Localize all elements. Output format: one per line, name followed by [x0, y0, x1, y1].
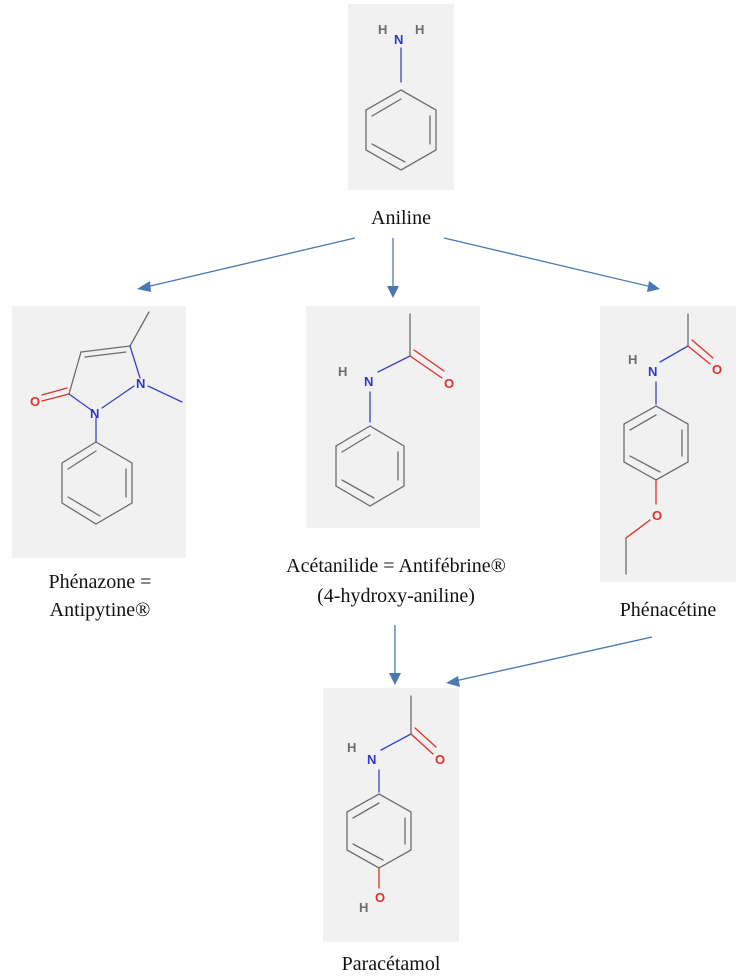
arrow-phenacetine-paracetamol	[446, 636, 653, 687]
acetanilide-structure: H N O	[306, 306, 480, 528]
aniline-h2: H	[415, 22, 424, 37]
paracetamol-label: Paracétamol	[341, 953, 441, 975]
arrow-aniline-phenacetine	[443, 237, 660, 292]
paracetamol-o: O	[435, 752, 445, 767]
aniline-h1: H	[378, 22, 387, 37]
phenazone-n2: N	[136, 376, 145, 391]
phenacetine-n: N	[648, 364, 657, 379]
arrow-aniline-acetanilide	[387, 238, 399, 298]
acetanilide-o: O	[444, 376, 454, 391]
arrow-aniline-phenazone	[137, 237, 356, 292]
paracetamol-n: N	[367, 752, 376, 767]
phenazone-structure: O N N	[12, 306, 186, 558]
acetanilide-h: H	[338, 364, 347, 379]
phenazone-label-line2: Antipytine®	[49, 599, 151, 621]
acetanilide-label-line2: (4-hydroxy-aniline)	[317, 585, 475, 607]
phenacetine-h: H	[628, 352, 637, 367]
phenazone-n1: N	[90, 406, 99, 421]
aniline-structure: H N H	[348, 4, 454, 190]
arrow-acetanilide-paracetamol	[389, 625, 401, 685]
phenacetine-o-ether: O	[652, 508, 662, 523]
phenazone-o: O	[30, 394, 40, 409]
phenacetine-o: O	[712, 362, 722, 377]
phenacetine-label: Phénacétine	[619, 599, 717, 621]
acetanilide-n: N	[364, 374, 373, 389]
phenacetine-structure: H N O O	[600, 306, 736, 582]
paracetamol-o-hydroxyl: O	[375, 890, 385, 905]
paracetamol-h-n: H	[347, 740, 356, 755]
paracetamol-structure: H N O O H	[323, 688, 459, 942]
acetanilide-label-line1: Acétanilide = Antifébrine®	[286, 555, 506, 577]
aniline-label: Aniline	[371, 207, 431, 229]
phenazone-label-line1: Phénazone =	[48, 571, 152, 593]
aniline-n: N	[394, 32, 403, 47]
paracetamol-h-o: H	[359, 900, 368, 915]
